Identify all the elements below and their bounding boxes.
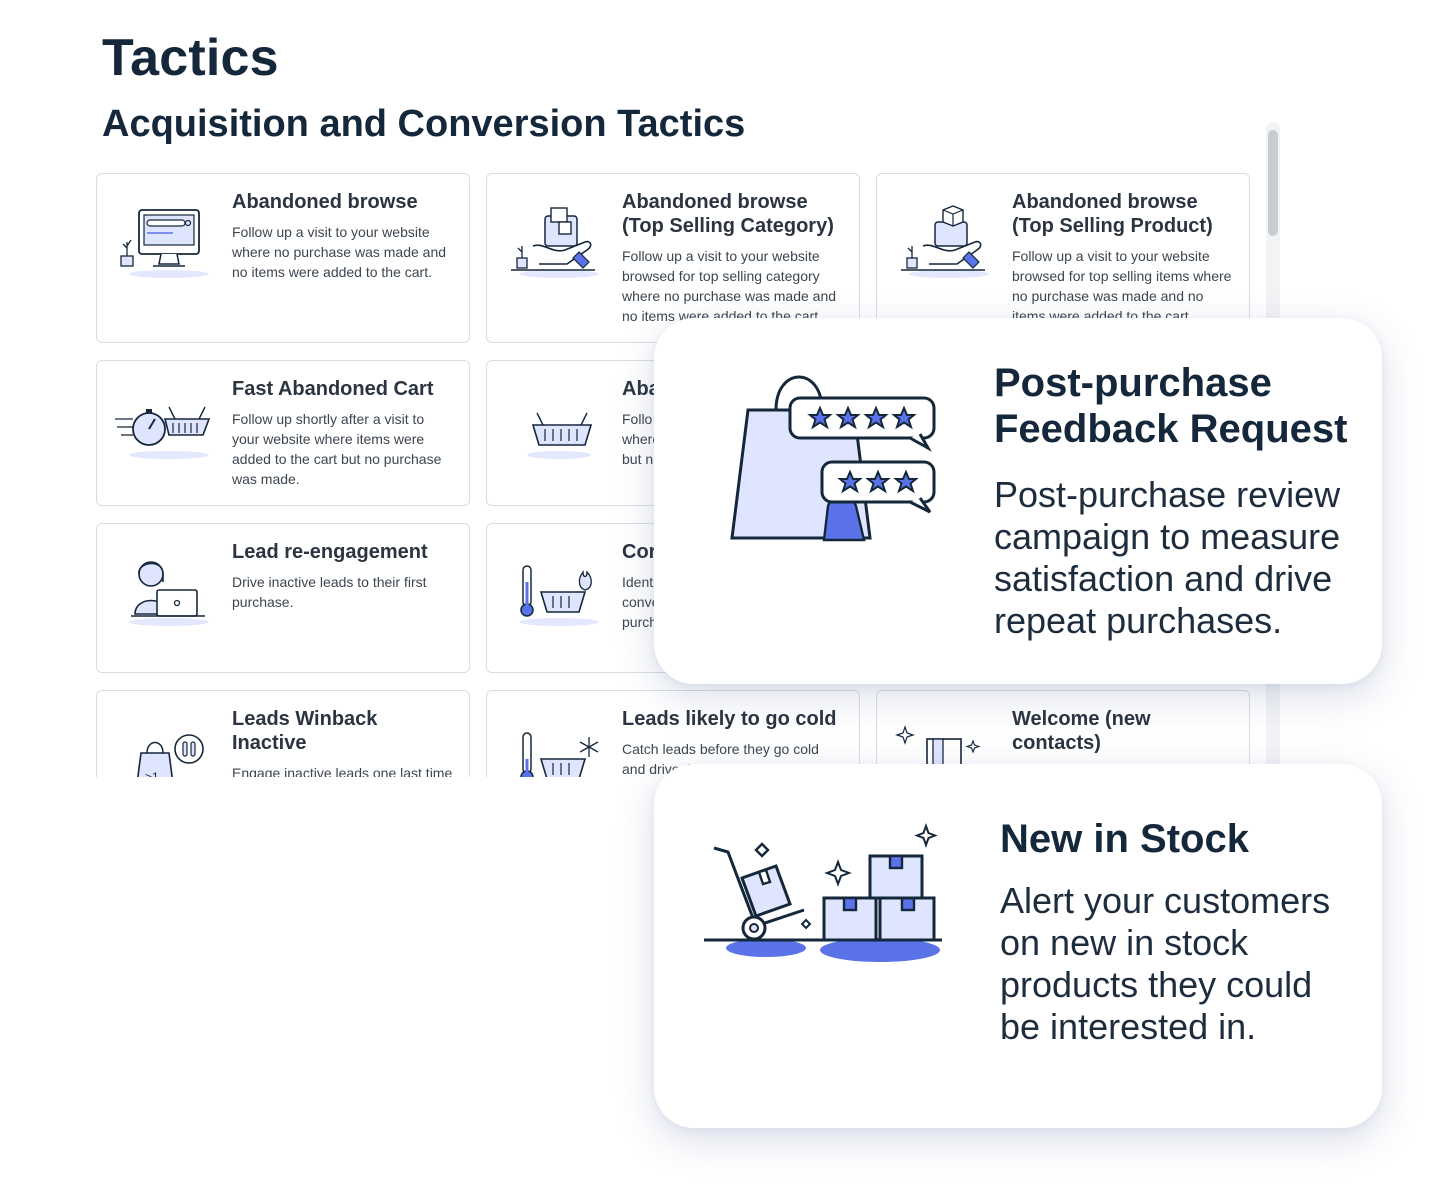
card-desc: Follo where but n: [622, 411, 661, 467]
promo-desc: Alert your customers on new in stock pro…: [1000, 880, 1331, 1047]
promo-title: New in Stock: [1000, 817, 1249, 861]
card-title: Aba: [622, 378, 660, 400]
tactic-card-abandoned-browse-product[interactable]: Abandoned browse (Top Selling Product) F…: [876, 173, 1250, 343]
card-desc: Engage inactive leads one last time: [232, 765, 453, 777]
monitor-search-icon: [120, 209, 209, 278]
card-desc: Ident conve purch: [622, 574, 660, 630]
card-desc: Follow up shortly after a visit to your …: [232, 411, 442, 487]
card-title: Abandoned browse (Top Selling Product): [1012, 191, 1213, 237]
card-desc: Follow up a visit to your website browse…: [622, 248, 837, 324]
card-desc: Drive inactive leads to their first purc…: [232, 574, 427, 610]
card-title: Abandoned browse: [232, 191, 418, 213]
scrollbar-thumb[interactable]: [1268, 130, 1278, 236]
bag-pause-icon: >1: [137, 734, 204, 777]
card-title: Welcome (new contacts): [1012, 708, 1151, 754]
section-title: Acquisition and Conversion Tactics: [102, 103, 746, 145]
person-laptop-icon: [129, 561, 209, 626]
card-desc: Follow up a visit to your website where …: [232, 224, 447, 280]
promo-title: Post-purchase Feedback Request: [994, 361, 1348, 451]
card-title: Fast Abandoned Cart: [232, 378, 434, 400]
thermometer-cold-basket-icon: [520, 732, 599, 777]
promo-card-new-in-stock[interactable]: New in Stock Alert your customers on new…: [654, 764, 1382, 1128]
stopwatch-basket-icon: [115, 406, 211, 459]
basket-icon: [527, 412, 593, 459]
promo-desc: Post-purchase review campaign to measure…: [994, 474, 1341, 641]
svg-text:>1: >1: [145, 770, 159, 777]
card-title: Leads likely to go cold: [622, 708, 837, 730]
tactic-card-abandoned-browse[interactable]: Abandoned browse Follow up a visit to yo…: [96, 173, 470, 343]
shopping-bag-reviews-icon: [730, 375, 936, 542]
card-title: Cor: [622, 541, 657, 563]
page-title: Tactics: [102, 29, 279, 87]
hand-boxes-icon: [511, 207, 599, 278]
tactic-card-leads-likely-cold[interactable]: Leads likely to go cold Catch leads befo…: [486, 690, 860, 777]
hand-truck-boxes-icon: [704, 823, 942, 962]
card-title: Leads Winback Inactive: [232, 708, 378, 754]
tactic-card-abandoned-browse-category[interactable]: Abandoned browse (Top Selling Category) …: [486, 173, 860, 343]
promo-card-post-purchase-feedback[interactable]: Post-purchase Feedback Request Post-purc…: [654, 318, 1382, 684]
tactic-card-lead-reengagement[interactable]: Lead re-engagement Drive inactive leads …: [96, 523, 470, 673]
tactic-card-fast-abandoned-cart[interactable]: Fast Abandoned Cart Follow up shortly af…: [96, 360, 470, 506]
card-title: Abandoned browse (Top Selling Category): [622, 191, 834, 237]
card-title: Lead re-engagement: [232, 541, 428, 563]
thermometer-hot-basket-icon: [519, 565, 599, 626]
hand-box-icon: [901, 205, 989, 278]
tactic-card-leads-winback-inactive[interactable]: >1 Leads Winback Inactive Engage inactiv…: [96, 690, 470, 777]
card-desc: Follow up a visit to your website browse…: [1012, 248, 1232, 324]
